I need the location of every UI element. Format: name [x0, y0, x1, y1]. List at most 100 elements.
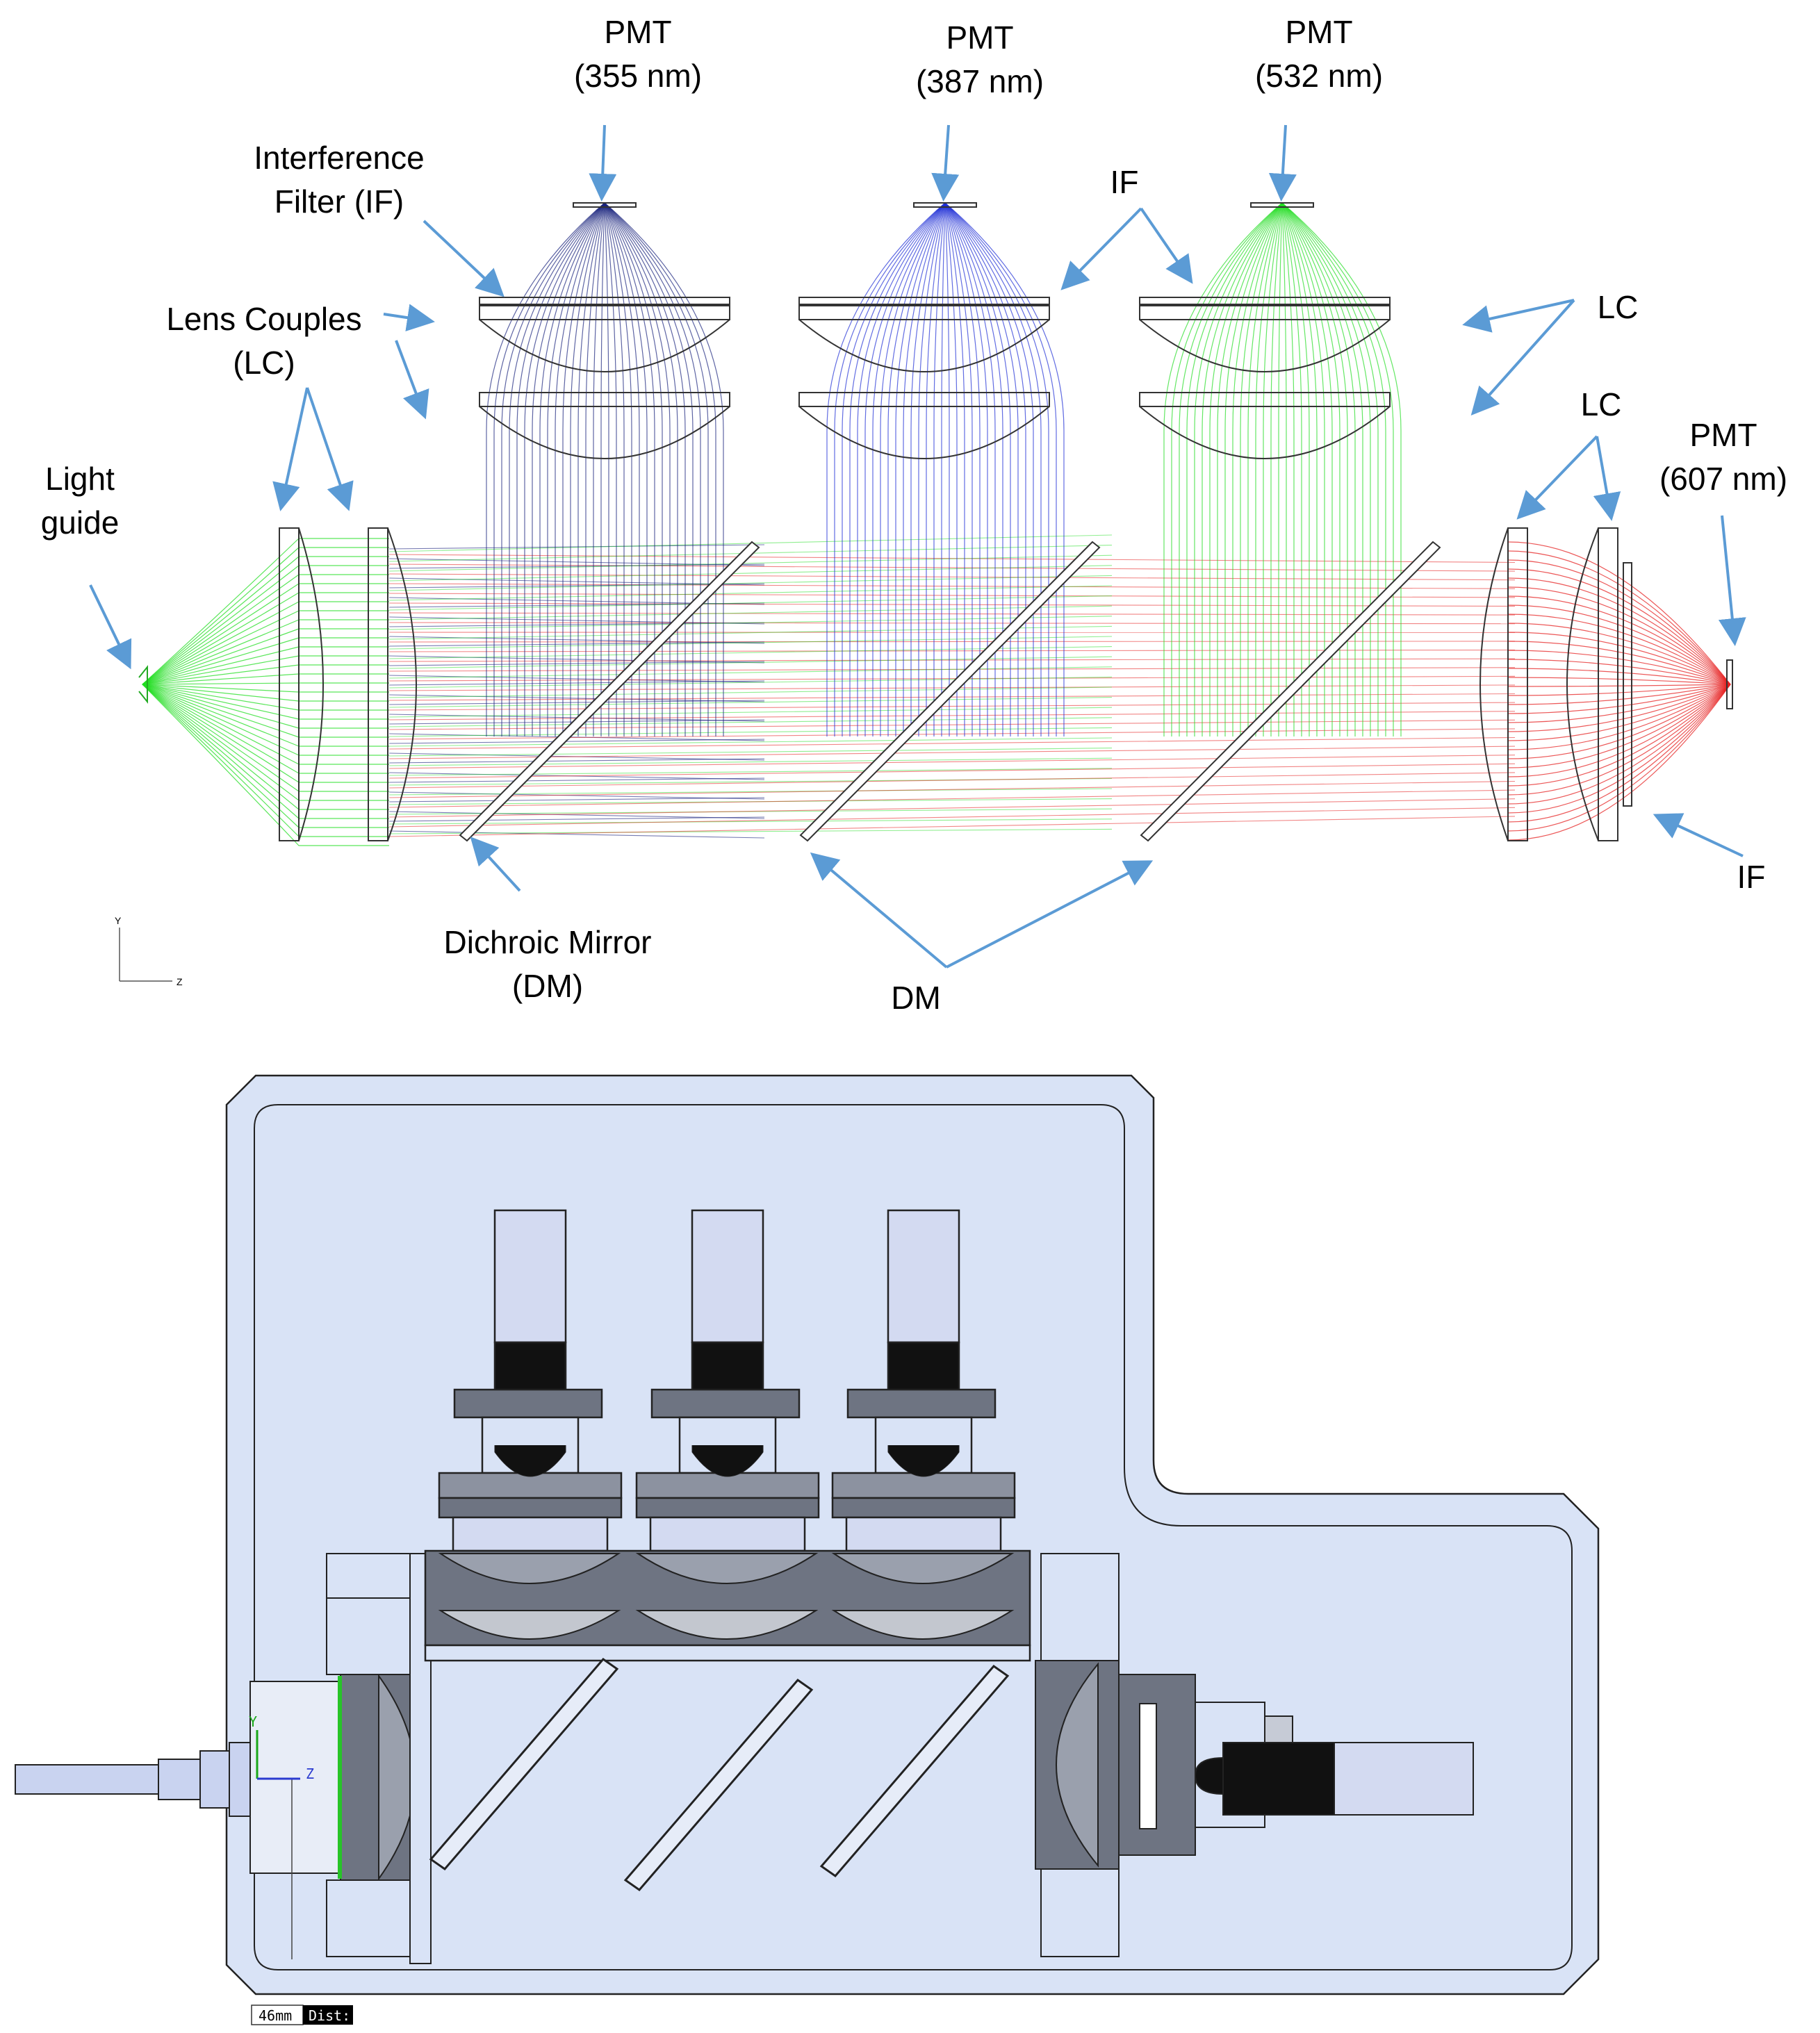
ray-trace-layer	[142, 202, 1731, 846]
arrow-dm-3	[946, 860, 1154, 969]
ray	[142, 547, 389, 685]
ray	[388, 791, 765, 800]
ray	[1507, 641, 1731, 685]
ray	[1281, 202, 1348, 736]
cad-pmt-tube	[493, 1209, 567, 1344]
ray	[1232, 202, 1283, 736]
ray	[388, 675, 1516, 682]
cad-dist-value: 46mm	[259, 2007, 292, 2024]
arrow-lc-right-1	[1462, 299, 1575, 333]
ray	[1270, 202, 1283, 736]
ray	[388, 748, 1113, 757]
arrow-pmt532	[1268, 124, 1297, 201]
pmt532-label-1: PMT	[1285, 14, 1352, 50]
ray	[944, 202, 958, 736]
cad-dm-3	[819, 1664, 1010, 1878]
ray	[388, 636, 765, 644]
cad-dm-2	[623, 1678, 814, 1892]
ray	[1507, 684, 1731, 705]
ray	[604, 202, 640, 736]
ray	[142, 684, 389, 729]
dichroic-mirrors	[459, 541, 1441, 842]
cad-pmt-flange	[453, 1388, 603, 1419]
cad-pmt-channels	[438, 1209, 1016, 1552]
ray	[849, 202, 946, 736]
ray	[1507, 684, 1731, 768]
cad-if	[831, 1497, 1016, 1519]
ray	[388, 544, 765, 550]
ray	[509, 202, 605, 736]
cad-light-guide	[15, 1742, 251, 1817]
ray	[1247, 202, 1283, 736]
ray	[142, 682, 389, 685]
cad-if	[438, 1497, 623, 1519]
pmt532-label-2: (532 nm)	[1255, 58, 1383, 94]
ray	[388, 816, 1516, 837]
ray	[388, 757, 1113, 766]
lc-short-label-right: LC	[1598, 289, 1639, 325]
ray	[604, 202, 617, 736]
ray	[1281, 202, 1379, 736]
ray	[142, 565, 389, 685]
ray	[1281, 202, 1363, 736]
ray	[547, 202, 605, 736]
pmt607-label-1: PMT	[1689, 417, 1757, 453]
ray	[864, 202, 946, 736]
ray	[1507, 684, 1731, 750]
ray	[1507, 684, 1731, 841]
cad-dm-1	[429, 1657, 619, 1871]
ray	[142, 684, 389, 702]
ray	[1507, 604, 1731, 685]
ray	[524, 202, 605, 736]
ray	[388, 711, 1516, 721]
ray	[1507, 684, 1731, 732]
dichroic-mirror-3	[1140, 541, 1441, 842]
ray	[388, 816, 765, 822]
cad-dist-readout	[251, 2005, 353, 2025]
cad-pmt-window	[887, 1445, 960, 1477]
ray	[604, 202, 701, 736]
ray	[944, 202, 973, 736]
arrow-pmt387	[931, 124, 960, 201]
ray	[1281, 202, 1325, 736]
cad-if	[635, 1497, 820, 1519]
ray	[1281, 202, 1310, 736]
ray	[1507, 541, 1731, 685]
ray	[577, 202, 605, 736]
light-guide-label-2: guide	[41, 504, 120, 541]
output-lens-2	[1598, 527, 1618, 841]
ray	[1281, 202, 1295, 736]
ray	[1202, 202, 1283, 736]
ray	[895, 202, 946, 736]
pmt607-label-2: (607 nm)	[1659, 461, 1787, 497]
ray	[1507, 677, 1731, 685]
ray	[1281, 202, 1394, 736]
ray	[388, 797, 765, 802]
ray	[142, 637, 389, 685]
ray	[388, 656, 1113, 669]
arrow-lc-top-2	[395, 340, 429, 420]
ray	[142, 684, 389, 819]
ray	[142, 684, 389, 810]
ray	[1240, 202, 1283, 736]
arrow-dm-2	[810, 852, 948, 969]
cad-lens-upper	[831, 1553, 1015, 1584]
ray	[1507, 668, 1731, 685]
ray	[493, 202, 605, 736]
ray	[388, 563, 1516, 572]
ray	[1281, 202, 1402, 736]
annotation-arrows	[89, 124, 1746, 969]
ray	[532, 202, 605, 736]
ray	[1507, 614, 1731, 685]
ray	[1507, 684, 1731, 796]
ray	[842, 202, 946, 736]
ray	[388, 789, 1516, 808]
arrow-lc-top-1	[383, 304, 435, 331]
ray	[388, 807, 1516, 828]
ray	[388, 777, 765, 783]
cad-dichroic-mirrors	[429, 1657, 1010, 1892]
lc-short-label-out: LC	[1581, 386, 1622, 422]
ray	[516, 202, 605, 736]
ray	[388, 680, 765, 686]
input-lens-1-curve	[298, 527, 324, 841]
